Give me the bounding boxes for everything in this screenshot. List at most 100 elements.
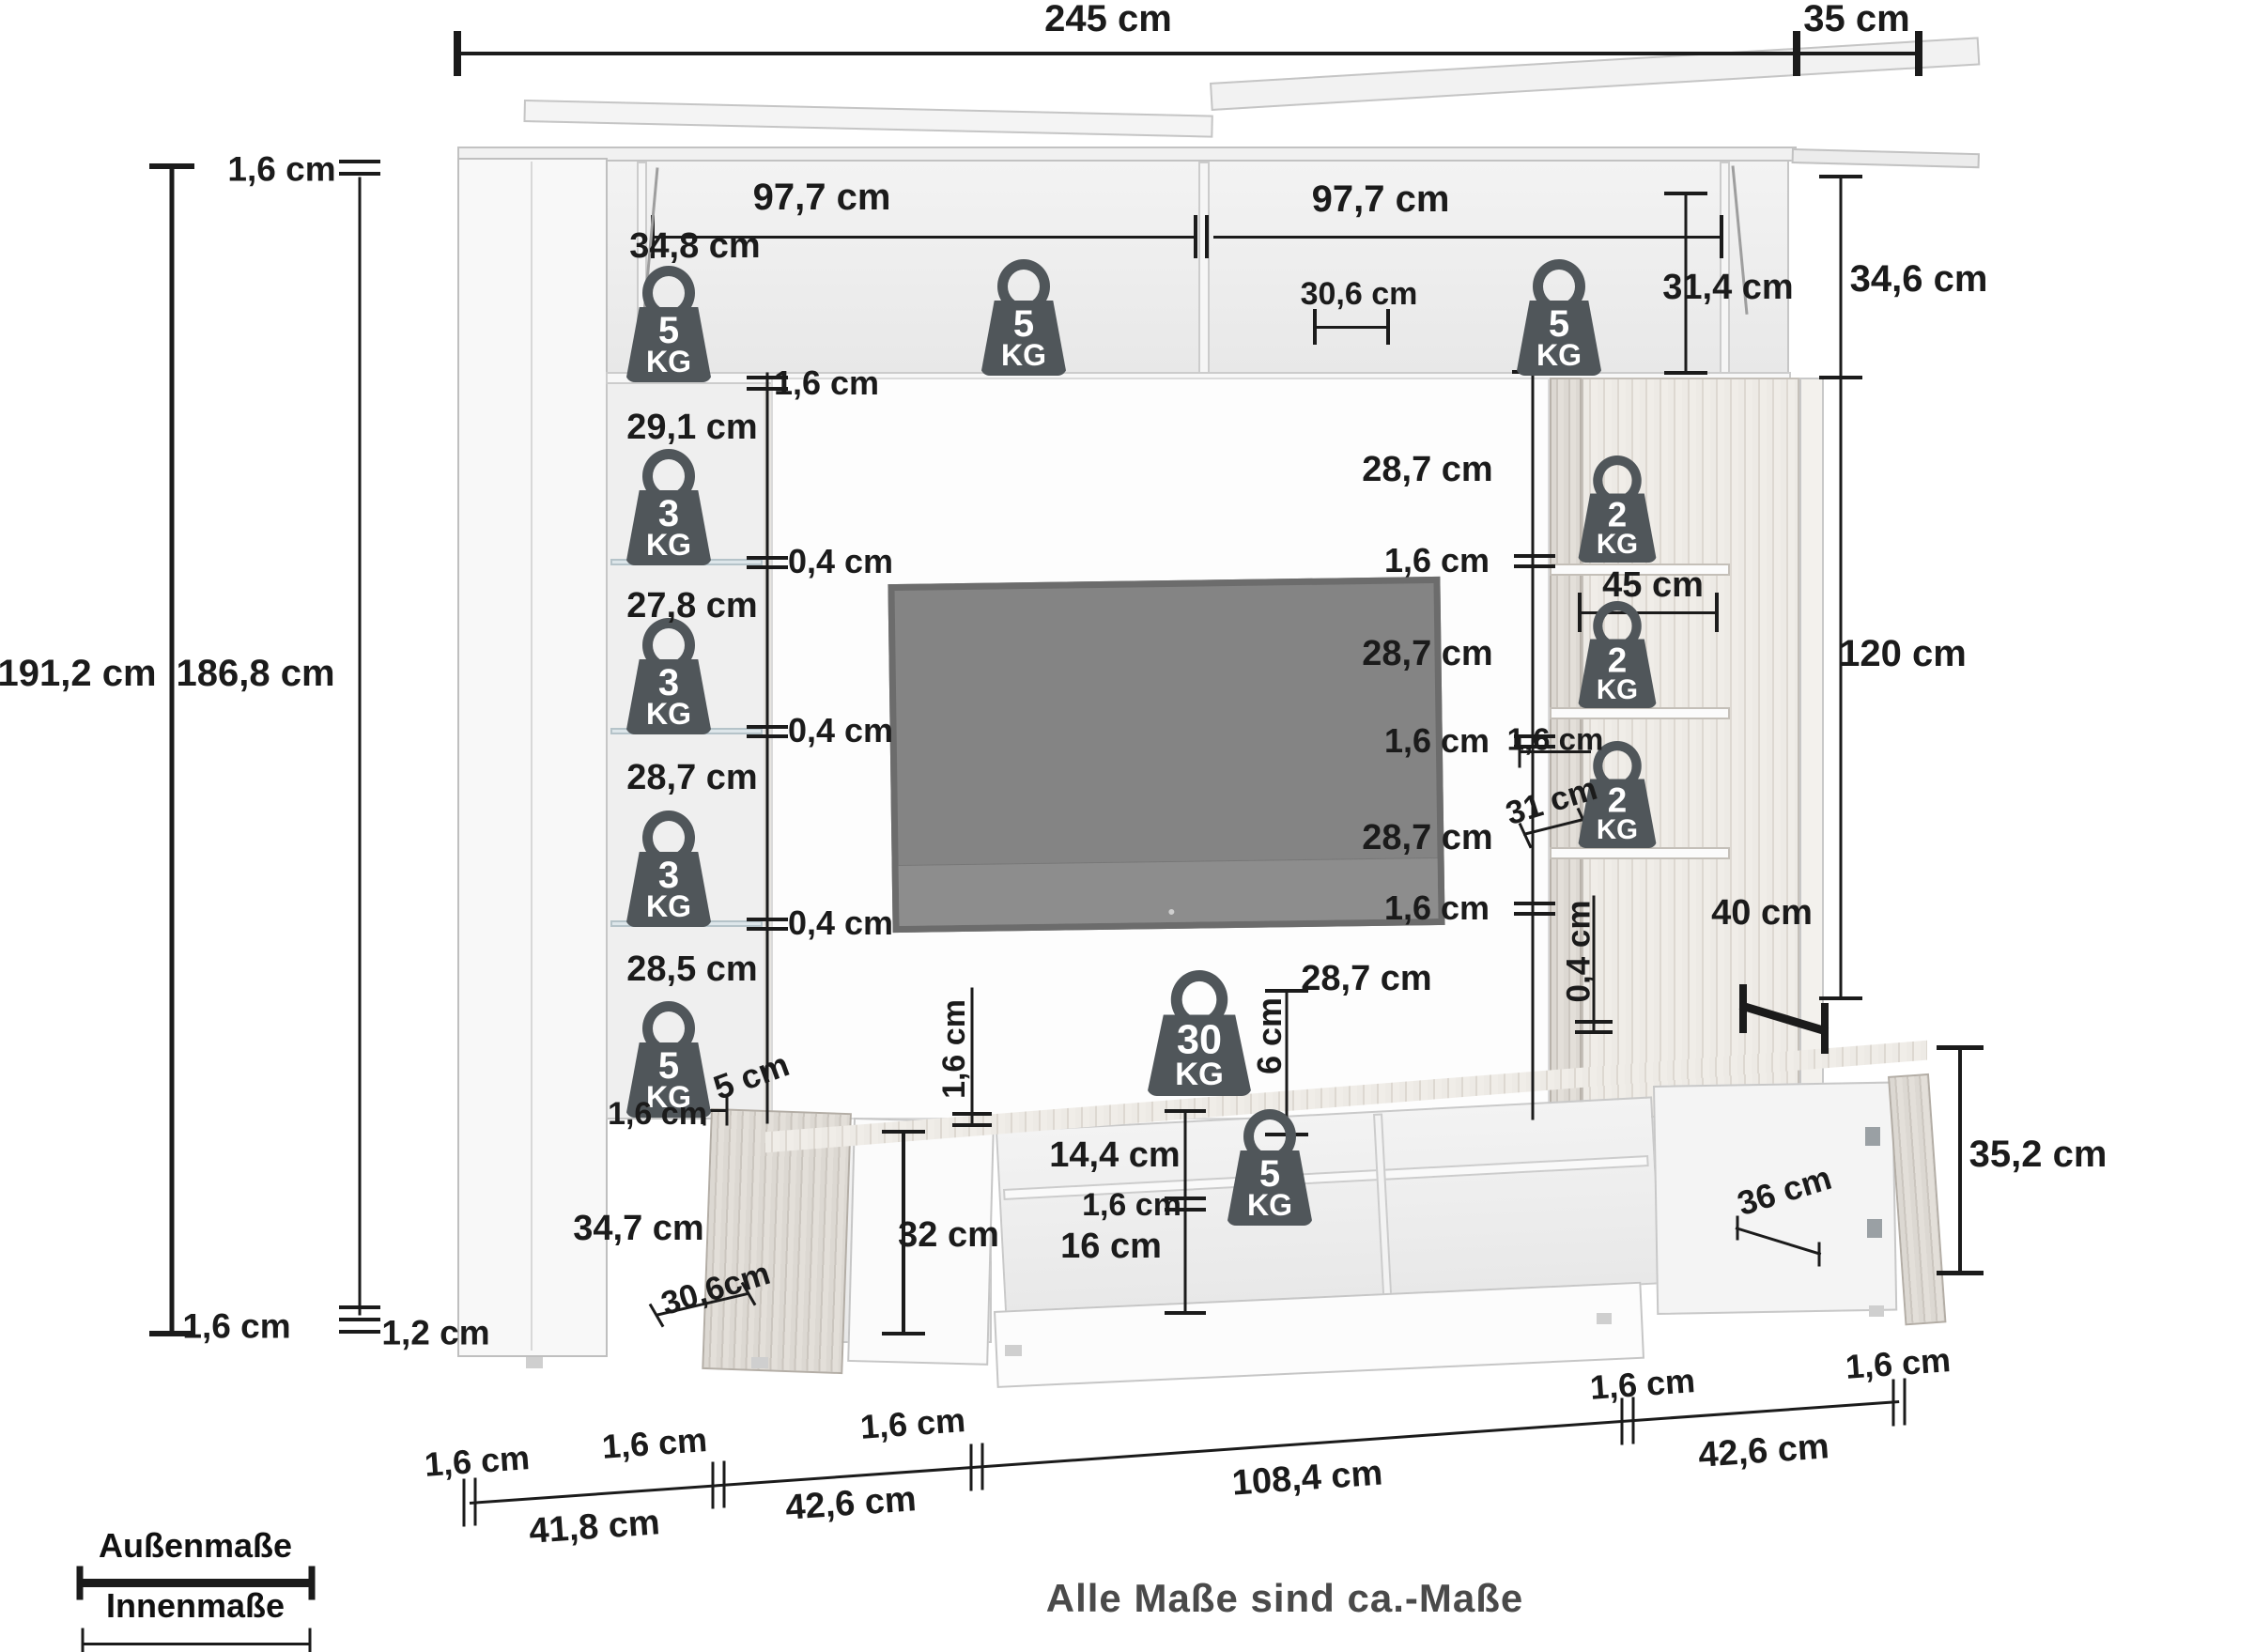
badge-weight-unit: KG [1596,813,1639,845]
badge-weight-unit: KG [1175,1055,1224,1092]
dim-line [358,177,362,1315]
dim-line [1194,215,1197,258]
dim-line [1165,1109,1206,1113]
dim-line [1165,1208,1206,1212]
dim-line [747,565,788,569]
furniture-panel [1867,1219,1882,1238]
dim-line [1514,912,1555,916]
badge-weight-unit: KG [1536,337,1582,372]
furniture-panel [531,162,533,1351]
badge-weight-value: 2 [1607,641,1628,680]
furniture-panel [526,1357,543,1368]
dim-line [747,927,788,931]
dim-label: 40 cm [1711,893,1813,933]
dim-line [1891,1379,1895,1426]
dim-label: 35 cm [1803,0,1910,39]
dim-line [1903,1378,1907,1425]
dim-line [1664,192,1707,195]
dim-label: 1,6 cm [1506,721,1604,757]
dim-line [149,163,194,169]
dim-label: 1,6 cm [1588,1361,1697,1407]
dim-label: 1,6 cm [182,1306,291,1346]
dim-line [1819,996,1862,1000]
badge-weight-unit: KG [1001,337,1046,372]
dim-line [454,31,461,76]
dim-label: 0,4 cm [1560,900,1598,1003]
dim-label: 1,6 cm [773,363,880,402]
dim-line [1520,749,1591,753]
dim-line [339,172,380,176]
furniture-panel [1005,1345,1022,1356]
badge-weight-unit: KG [646,1079,691,1114]
dim-line [653,235,1197,239]
dim-line [980,1443,984,1490]
dim-line [169,166,175,1334]
dim-label: 120 cm [1839,633,1967,674]
dim-line [1205,215,1209,258]
tv-screen [888,576,1445,934]
dim-line [1315,325,1388,329]
dim-label: 0,4 cm [787,903,894,942]
dim-label: 97,7 cm [752,177,891,218]
furniture-panel [457,147,1797,162]
dim-line [339,1330,380,1334]
dim-label: 191,2 cm [0,653,157,694]
dim-line [747,556,788,560]
dim-label: 42,6 cm [783,1479,919,1528]
dim-line [457,52,1797,55]
dim-line [308,1566,316,1599]
dim-line [1937,1044,1984,1050]
furniture-panel [457,158,608,1357]
dim-label: 28,7 cm [626,758,758,797]
dim-label: 28,7 cm [1362,818,1493,857]
dim-label: 29,1 cm [626,408,758,447]
badge-weight-unit: KG [1247,1187,1292,1222]
dim-label: 108,4 cm [1230,1453,1384,1504]
dim-label: 1,2 cm [381,1313,490,1352]
dim-label: 30,6 cm [1300,276,1418,312]
dim-line [76,1566,84,1599]
badge-weight-unit: KG [1596,673,1639,705]
dim-line [1580,610,1717,614]
dim-label: 1,6 cm [1844,1340,1953,1386]
dim-line [1514,564,1555,568]
dim-line [1797,52,1919,55]
dim-label: 28,7 cm [1362,634,1493,673]
dim-label: 245 cm [1044,0,1172,39]
dim-line [1575,1030,1613,1034]
dim-line [149,1331,194,1336]
dim-label: 28,7 cm [1362,450,1493,489]
dim-line [1819,175,1862,178]
dim-line [339,1305,380,1309]
dim-label: 1,6 cm [227,149,336,189]
dim-line [339,160,380,163]
dim-label: 1,6 cm [858,1400,967,1446]
dim-label: 1,6 cm [1383,888,1490,927]
dim-line [1839,177,1843,998]
dim-line [747,376,788,379]
dim-label: 27,8 cm [626,586,758,625]
dim-label: 1,6 cm [423,1438,532,1484]
dim-line [747,725,788,729]
dim-line [1819,376,1862,379]
dim-line [1165,1197,1206,1200]
dim-line [722,1460,726,1507]
dim-label: 1,6 cm [1082,1187,1181,1223]
dim-line [882,1130,925,1134]
dim-line [1958,1047,1962,1273]
dim-label: 1,6 cm [936,999,972,1099]
dim-line [882,1332,925,1335]
dim-line [1664,371,1707,375]
dim-label: 34,7 cm [573,1209,704,1248]
